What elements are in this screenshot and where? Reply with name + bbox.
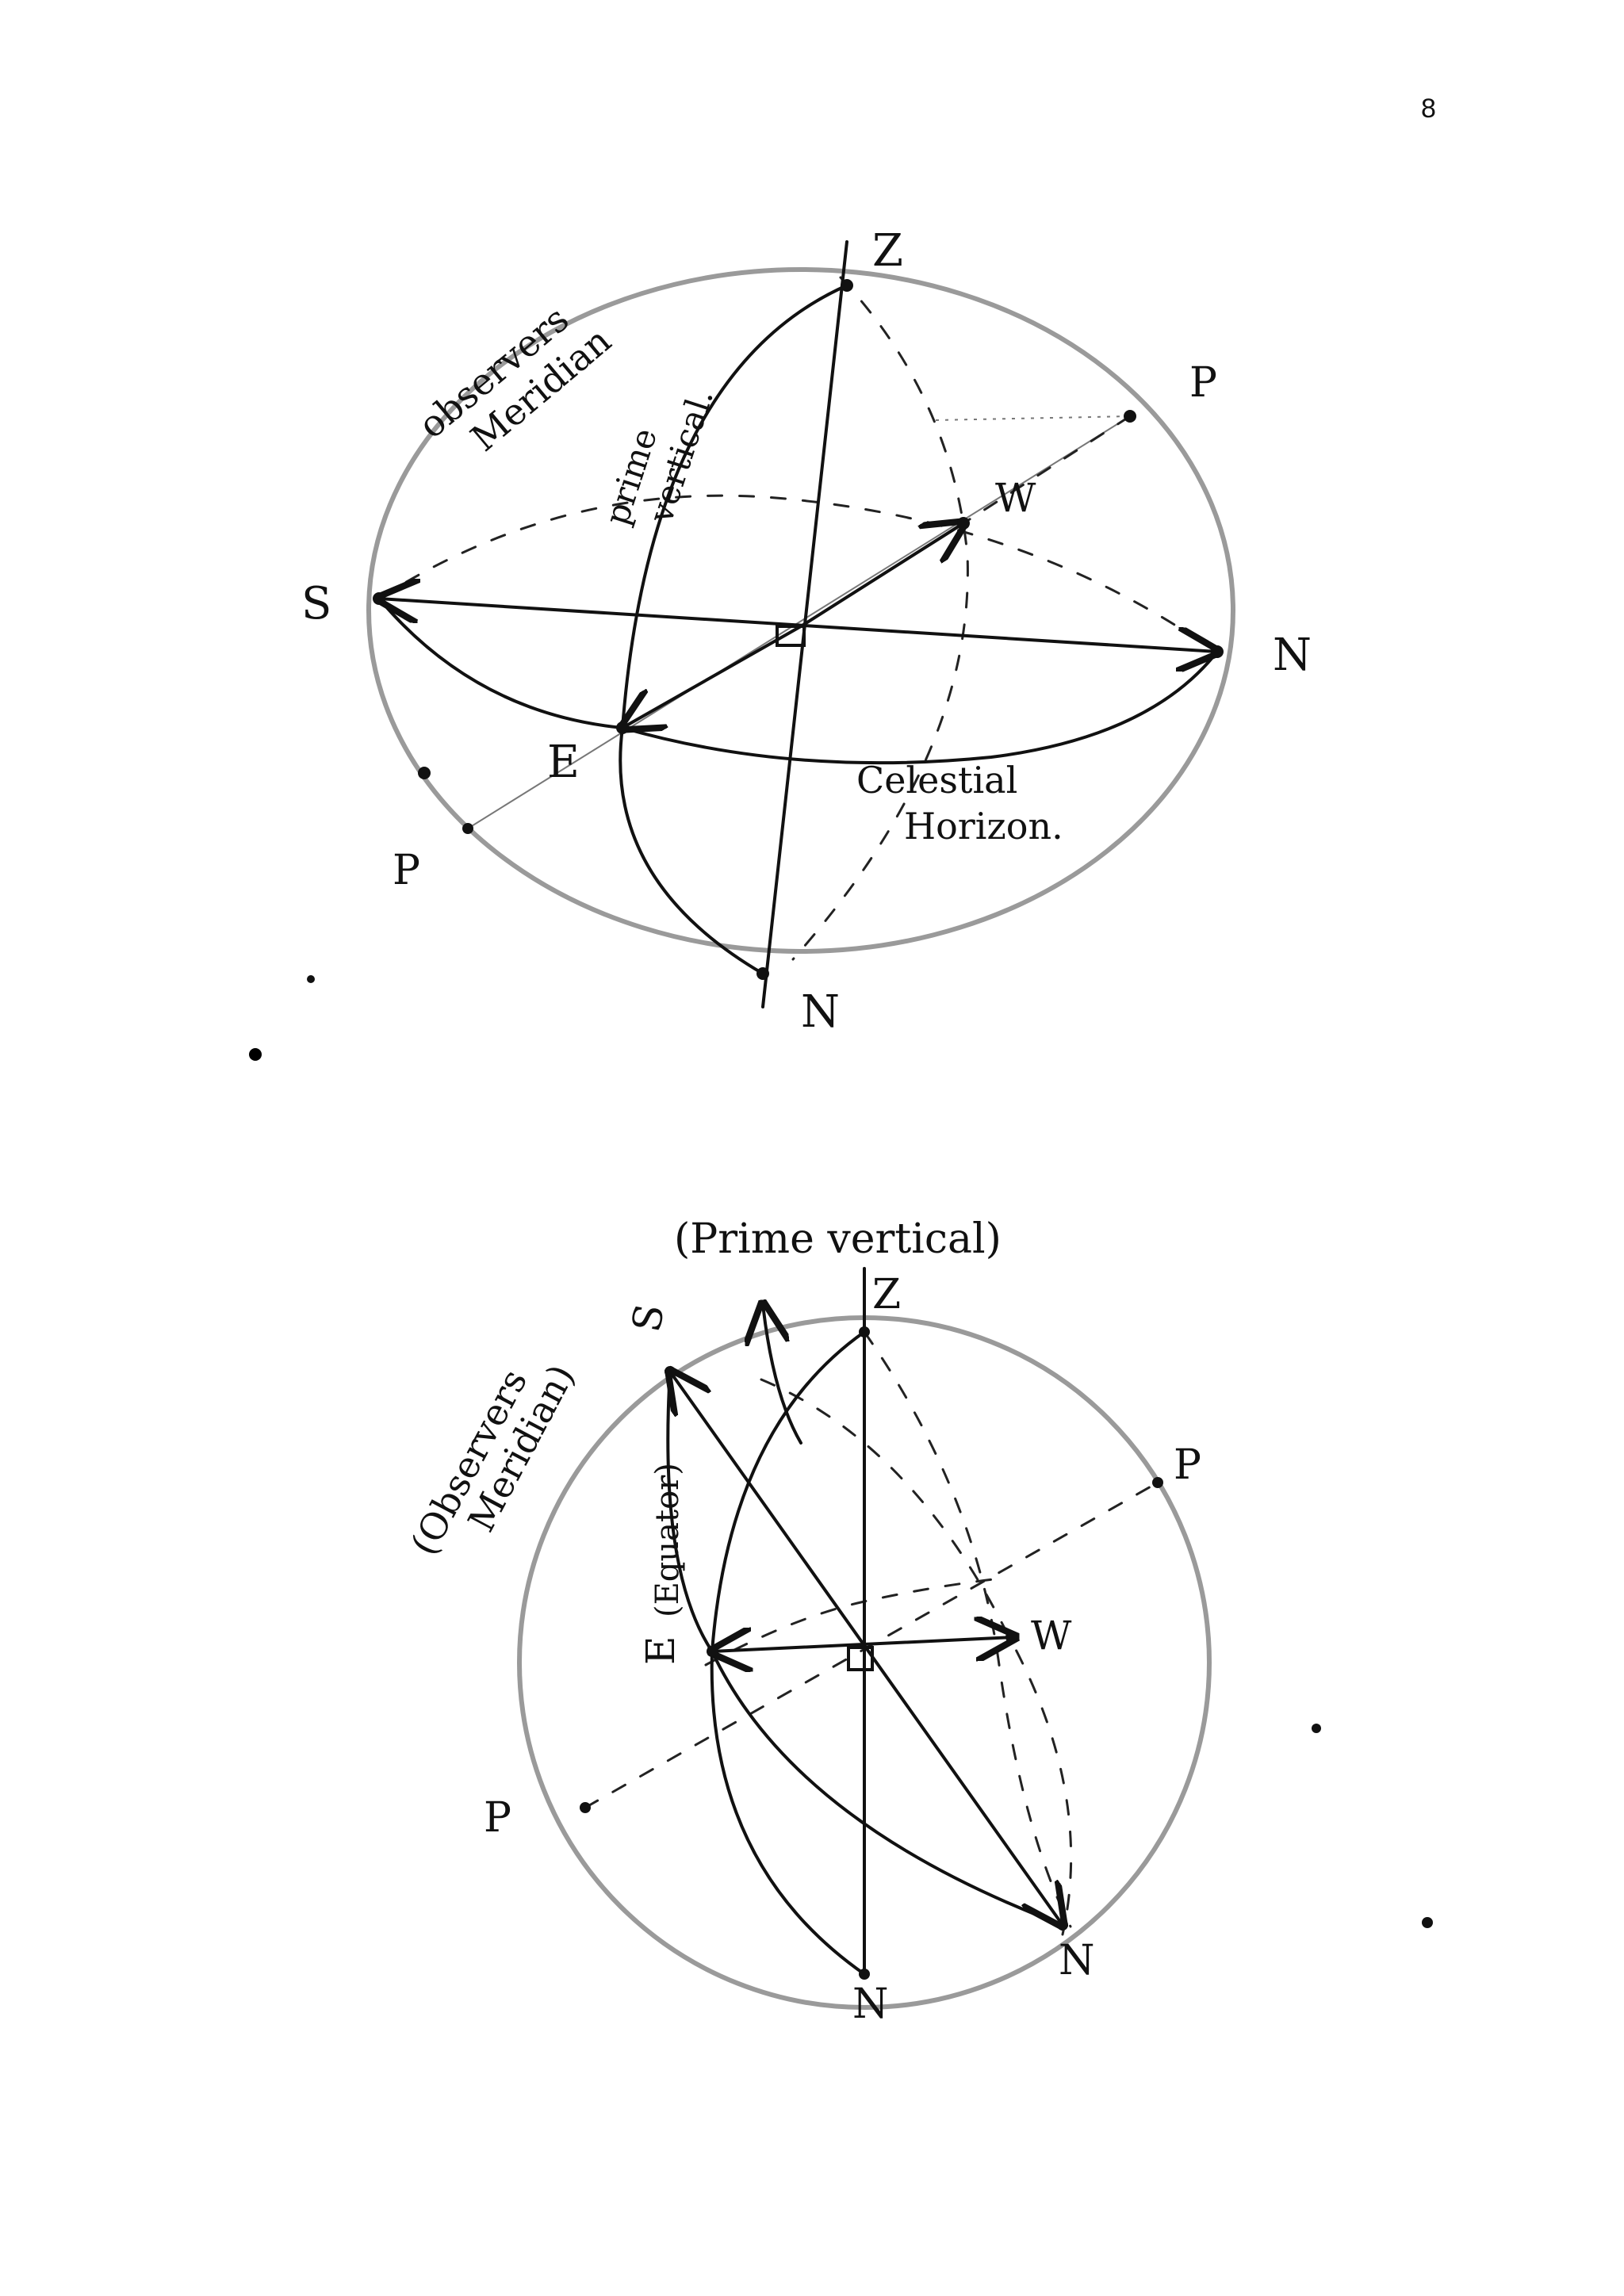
- figure-1-celestial-sphere: Z P W S N E P N observers Meridian prime…: [301, 225, 1312, 1031]
- label-horizon: Horizon.: [904, 805, 1063, 848]
- center-east-arrow: [622, 625, 802, 728]
- label-east: E: [638, 1636, 684, 1666]
- label-nadir: N: [801, 986, 840, 1031]
- label-equator: (Equator): [649, 1463, 686, 1617]
- prime-vertical-arc: [710, 1330, 866, 1976]
- right-angle-mark: [847, 1646, 874, 1671]
- label-pole-top: P: [1189, 359, 1217, 407]
- prime-vertical-arc: [619, 284, 848, 975]
- label-south: S: [623, 1301, 673, 1336]
- list-bullet: [249, 1048, 262, 1061]
- center-west-arrow: [799, 523, 963, 628]
- label-north-right: N: [1273, 629, 1312, 681]
- right-angle-mark: [776, 625, 806, 647]
- label-pole-right: P: [1174, 1441, 1201, 1489]
- sphere-outline: [366, 267, 1235, 954]
- celestial-horizon-arc: [377, 597, 1219, 765]
- back-meridian-arc: [791, 276, 969, 961]
- page-number: 8: [1421, 94, 1436, 124]
- label-west: W: [1031, 1613, 1072, 1659]
- prime-vertical-pointer: [763, 1304, 802, 1445]
- label-pole-bottom: P: [393, 847, 420, 894]
- label-west: W: [995, 475, 1036, 521]
- label-north-right: N: [1059, 1937, 1095, 1984]
- east-west-line: [712, 1637, 1015, 1651]
- figure-2-celestial-sphere: (Prime vertical) Z S (Observers Meridian…: [402, 1215, 1433, 2028]
- label-zenith: Z: [872, 1271, 901, 1318]
- label-east: E: [547, 737, 580, 788]
- label-south: S: [301, 578, 331, 629]
- label-pole-left: P: [484, 1794, 511, 1842]
- label-prime-vertical: (Prime vertical): [674, 1215, 1002, 1263]
- label-zenith: Z: [872, 225, 903, 277]
- label-nadir: N: [852, 1980, 889, 2028]
- equator-arc: [666, 1370, 1064, 1927]
- label-celestial: Celestial: [856, 759, 1017, 802]
